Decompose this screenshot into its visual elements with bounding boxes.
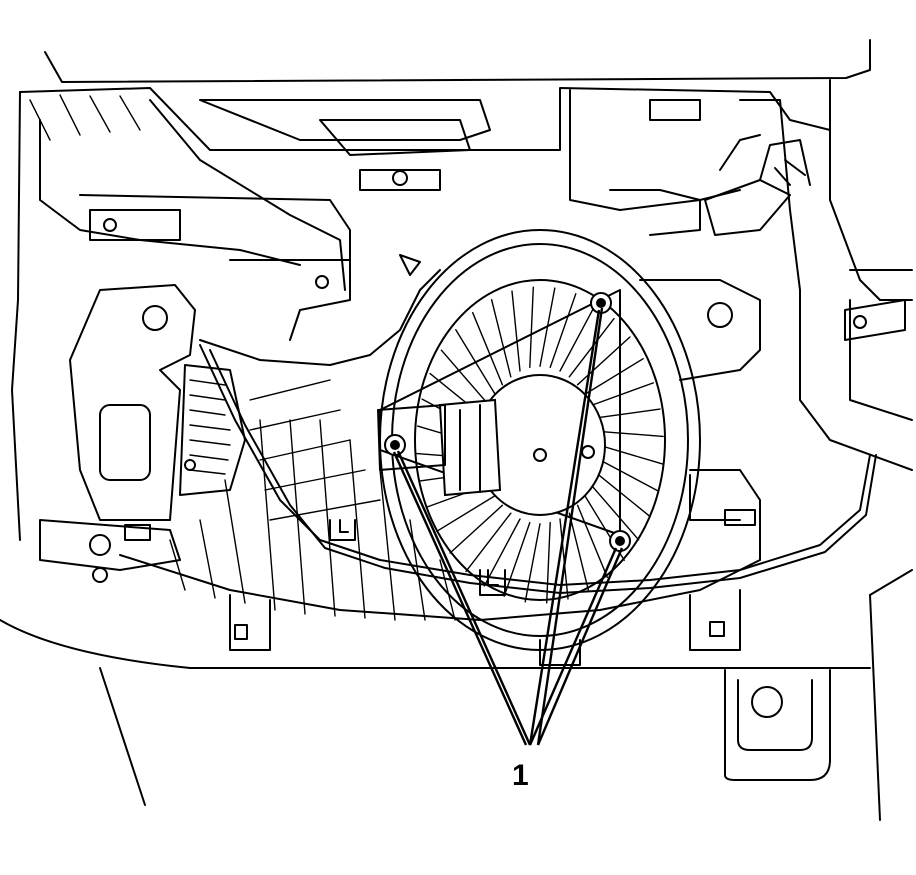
fan-blade: [455, 329, 496, 396]
fan-blade: [511, 290, 521, 372]
fan-blade: [440, 349, 490, 407]
fan-blade: [539, 287, 556, 367]
mounting-screw: [609, 530, 631, 552]
fan-blade: [436, 494, 496, 532]
wire-harness: [199, 134, 877, 594]
lower-panel: [0, 569, 913, 821]
fan-blade: [449, 504, 504, 554]
fan-blade: [596, 458, 659, 492]
fan-blade: [529, 286, 534, 369]
fan-blade: [597, 444, 664, 465]
fan-blade: [596, 430, 664, 438]
fan-blade: [568, 512, 590, 591]
fan-blade: [576, 504, 608, 578]
fan-blade: [594, 471, 651, 518]
fan-blade: [465, 512, 512, 573]
fan-blade: [590, 483, 640, 541]
callout-label: 1: [512, 759, 529, 792]
harness-connector: [704, 139, 811, 236]
dash-panel: [11, 39, 913, 541]
callout-leaders: [392, 307, 624, 746]
right-bracket: [609, 189, 761, 381]
fan-blade: [546, 521, 551, 604]
fan-blade: [590, 382, 654, 407]
fan-blade: [568, 317, 615, 378]
fan-blade: [483, 518, 521, 587]
fan-blade: [472, 312, 504, 386]
fan-blade: [576, 336, 631, 386]
fan-blade: [549, 293, 577, 369]
fan-blade: [584, 358, 644, 396]
fan-blade: [594, 408, 661, 419]
left-bracket: [39, 284, 196, 583]
left-connector: [179, 364, 246, 496]
fan-blade: [503, 521, 531, 597]
fan-blade: [490, 299, 512, 378]
fan-blade: [559, 303, 597, 372]
